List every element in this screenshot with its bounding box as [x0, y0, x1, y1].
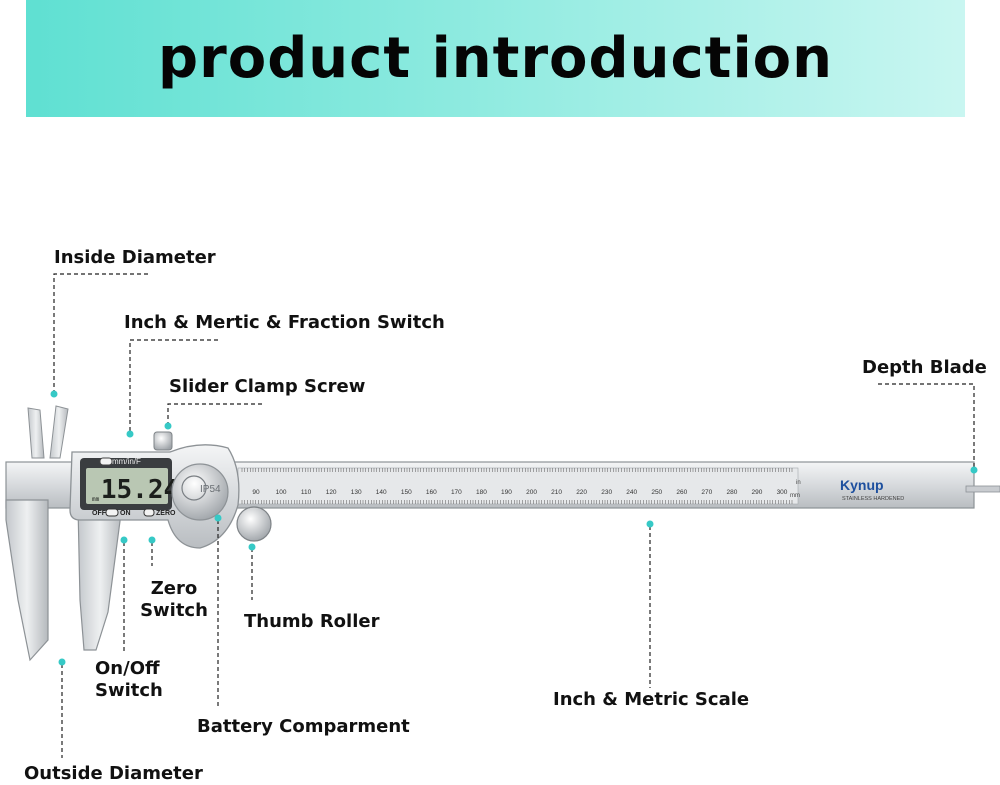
- scale-number: 210: [551, 489, 562, 496]
- label-on-off-switch: On/Off Switch: [95, 658, 163, 702]
- label-depth-blade: Depth Blade: [862, 357, 987, 378]
- scale-number: 250: [651, 489, 662, 496]
- slider-clamp-screw: [153, 431, 173, 451]
- label-zero-switch-line1: Zero: [150, 578, 198, 599]
- dot-scale: [646, 520, 654, 528]
- on-off-button[interactable]: [105, 508, 119, 517]
- off-label: OFF: [92, 510, 107, 517]
- inside-diameter-jaws: [27, 405, 69, 459]
- dot-depth-blade: [970, 466, 978, 474]
- zero-label: ZERO: [156, 510, 176, 517]
- sliding-outside-jaw: [77, 505, 123, 651]
- label-thumb-roller: Thumb Roller: [244, 611, 380, 632]
- unit-switch-button[interactable]: [99, 457, 113, 466]
- scale-number: 180: [476, 489, 487, 496]
- callout-dots: [50, 390, 978, 666]
- label-inside-diameter: Inside Diameter: [54, 247, 216, 268]
- lcd-unit: mm: [92, 496, 100, 503]
- unit-switch-label: mm/in/F: [112, 457, 141, 466]
- label-inch-metric-fraction-switch: Inch & Mertic & Fraction Switch: [124, 312, 445, 333]
- dot-on-off: [120, 536, 128, 544]
- battery-cover: [171, 463, 229, 521]
- title-banner: product introduction: [26, 0, 965, 117]
- scale-number: 230: [601, 489, 612, 496]
- lcd-display: [86, 468, 168, 504]
- scale-unit-in: in: [796, 480, 801, 486]
- depth-blade: [965, 485, 1000, 493]
- scale-number: 120: [326, 489, 337, 496]
- scale-number: 200: [526, 489, 537, 496]
- label-slider-clamp-screw: Slider Clamp Screw: [169, 376, 366, 397]
- dot-thumb-roller: [248, 543, 256, 551]
- label-on-off-line2: Switch: [95, 680, 163, 701]
- on-label: ON: [120, 510, 131, 517]
- dot-unit-switch: [126, 430, 134, 438]
- scale-number: 220: [576, 489, 587, 496]
- scale-number: 130: [351, 489, 362, 496]
- label-inch-metric-scale: Inch & Metric Scale: [553, 689, 750, 710]
- thumb-roller[interactable]: [236, 506, 272, 542]
- label-outside-diameter: Outside Diameter: [24, 763, 203, 784]
- label-battery-compartment: Battery Comparment: [197, 716, 410, 737]
- scale-number: 270: [701, 489, 712, 496]
- page-title: product introduction: [158, 26, 833, 91]
- dot-zero-switch: [148, 536, 156, 544]
- brand-subtitle: STAINLESS HARDENED: [842, 496, 904, 502]
- zero-button[interactable]: [143, 508, 155, 517]
- scale-number: 100: [276, 489, 287, 496]
- scale-number: 90: [252, 489, 260, 496]
- scale-number: 160: [426, 489, 437, 496]
- ip-rating: IP54: [200, 484, 221, 495]
- dot-battery: [214, 514, 222, 522]
- scale-number: 240: [626, 489, 637, 496]
- scale-ticks: 90 100 110 120 130 140 150 160 170 180 190 200 210 22…: [241, 468, 793, 504]
- scale-number: 150: [401, 489, 412, 496]
- scale-number: 300: [777, 489, 788, 496]
- scale-number: 110: [301, 489, 312, 496]
- label-zero-switch: Zero Switch: [138, 578, 210, 622]
- label-on-off-line1: On/Off: [95, 658, 160, 679]
- scale-number: 140: [376, 489, 387, 496]
- lcd-reading: 15.24: [101, 475, 179, 505]
- scale-unit-mm: mm: [790, 493, 800, 499]
- scale-number: 280: [726, 489, 737, 496]
- scale-number: 260: [676, 489, 687, 496]
- label-zero-switch-line2: Switch: [140, 600, 208, 621]
- dot-outside-diameter: [58, 658, 66, 666]
- fixed-outside-jaw: [5, 499, 49, 662]
- dot-clamp-screw: [164, 422, 172, 430]
- brand-logo: Kynup: [840, 477, 884, 493]
- scale-number: 190: [501, 489, 512, 496]
- callout-lines: [53, 273, 975, 758]
- dot-inside-diameter: [50, 390, 58, 398]
- scale-number: 290: [752, 489, 763, 496]
- scale-number: 170: [451, 489, 462, 496]
